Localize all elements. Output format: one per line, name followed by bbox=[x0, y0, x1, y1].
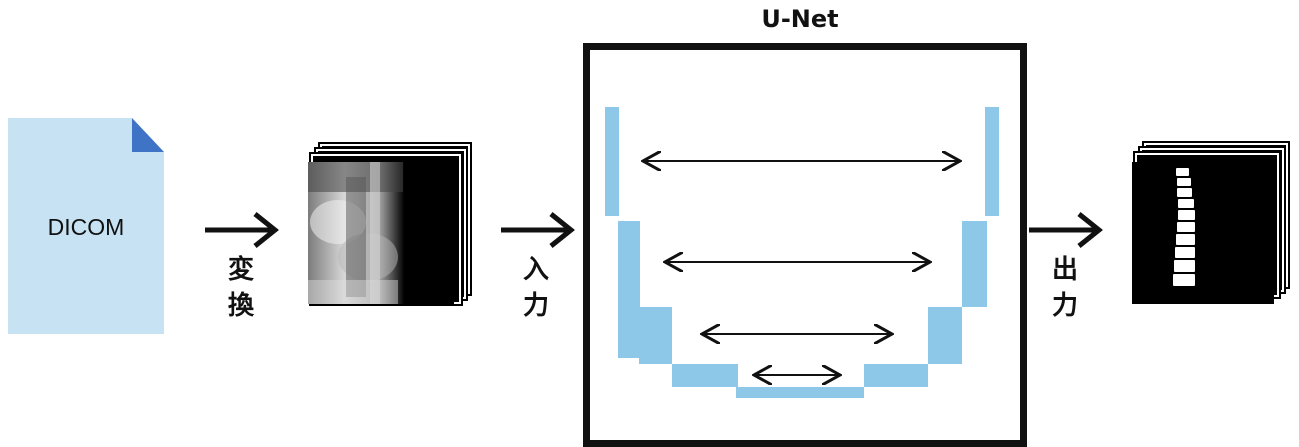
unet-title: U-Net bbox=[761, 5, 839, 33]
encoder-block-4 bbox=[672, 364, 738, 387]
decoder-block-3 bbox=[928, 307, 962, 364]
dicom-label: DICOM bbox=[47, 214, 125, 240]
segmentation-mask-image bbox=[1132, 162, 1274, 304]
output-arrow-icon bbox=[1029, 212, 1104, 248]
bottleneck-block bbox=[736, 387, 864, 398]
encoder-block-2 bbox=[618, 221, 640, 358]
encoder-block-1 bbox=[605, 107, 619, 216]
mask-image-stack bbox=[1130, 143, 1290, 309]
convert-label: 変 換 bbox=[221, 252, 261, 324]
convert-arrow-icon bbox=[205, 212, 280, 248]
convert-label-bottom: 換 bbox=[227, 291, 254, 321]
output-label-top: 出 bbox=[1051, 255, 1078, 285]
decoder-block-2 bbox=[962, 221, 987, 307]
unet-architecture bbox=[605, 107, 999, 398]
input-label-top: 入 bbox=[522, 255, 549, 285]
input-arrow-icon bbox=[501, 212, 576, 248]
dicom-document-icon bbox=[8, 118, 164, 334]
encoder-block-3 bbox=[639, 307, 672, 364]
output-label-bottom: 力 bbox=[1051, 291, 1078, 321]
decoder-block-1 bbox=[985, 107, 999, 216]
decoder-block-4 bbox=[864, 364, 928, 387]
convert-label-top: 変 bbox=[227, 255, 254, 285]
input-label-bottom: 力 bbox=[522, 291, 549, 321]
input-label: 入 力 bbox=[516, 252, 556, 324]
xray-image-stack bbox=[306, 144, 472, 310]
xray-image bbox=[308, 162, 454, 304]
output-label: 出 力 bbox=[1045, 252, 1085, 324]
